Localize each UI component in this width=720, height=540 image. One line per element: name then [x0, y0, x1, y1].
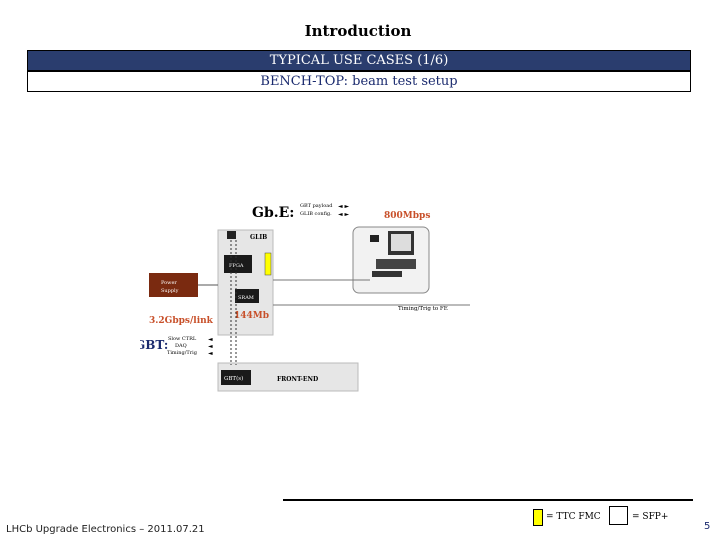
rate-800: 800Mbps	[384, 211, 430, 221]
gbt-item3: Timing/Trig	[167, 350, 198, 356]
arrows1: ◄ ►	[338, 203, 350, 210]
sfp-legend-label: = SFP+	[632, 512, 669, 522]
power-label2: Supply	[161, 288, 179, 294]
sfp-legend-swatch	[609, 506, 628, 525]
glib-sfp-icon	[227, 231, 236, 239]
front-end-label: FRONT-END	[277, 376, 318, 383]
arrows2: ◄ ►	[338, 211, 350, 218]
section-subheader: BENCH-TOP: beam test setup	[27, 71, 691, 92]
sram-box	[235, 289, 259, 303]
svg-text:◄: ◄	[208, 343, 213, 350]
timing-fe: Timing/Trig to FE	[398, 306, 448, 312]
footer-divider	[283, 499, 693, 501]
svg-text:◄: ◄	[208, 336, 213, 343]
ttc-fmc-legend-label: = TTC FMC	[546, 512, 601, 522]
glib-panel	[217, 229, 274, 336]
ttc-fmc	[264, 252, 272, 276]
glib-label: GLIB	[250, 234, 267, 241]
mem-144: 144Mb	[234, 311, 269, 321]
svg-text:◄: ◄	[208, 350, 213, 357]
slide-title: Introduction	[304, 22, 412, 40]
power-supply-box	[149, 273, 198, 297]
power-label1: Power	[161, 280, 177, 286]
gbt-label: GBT:	[140, 338, 168, 352]
ttc-fmc-legend-swatch	[533, 509, 543, 526]
link-rate: 3.2Gbps/link	[149, 316, 214, 326]
pc-sfp-icon	[370, 235, 379, 242]
page-number: 5	[704, 521, 711, 532]
gbt-item2: DAQ	[175, 343, 187, 349]
gbt-item1: Slow CTRL	[168, 336, 197, 342]
gbe-item1: GBT payload	[300, 203, 333, 209]
beam-test-diagram: Gb.E: GBT payload GLIB config. ◄ ► ◄ ► 8…	[135, 195, 480, 395]
gbe-label: Gb.E:	[252, 205, 294, 221]
gbt-box	[221, 370, 251, 385]
section-header: TYPICAL USE CASES (1/6)	[27, 50, 691, 71]
footer-text: LHCb Upgrade Electronics – 2011.07.21	[6, 524, 205, 535]
gbe-item2: GLIB config.	[300, 211, 332, 217]
gbt-box-label: GBT(s)	[224, 375, 243, 382]
sram-label: SRAM	[238, 295, 254, 301]
